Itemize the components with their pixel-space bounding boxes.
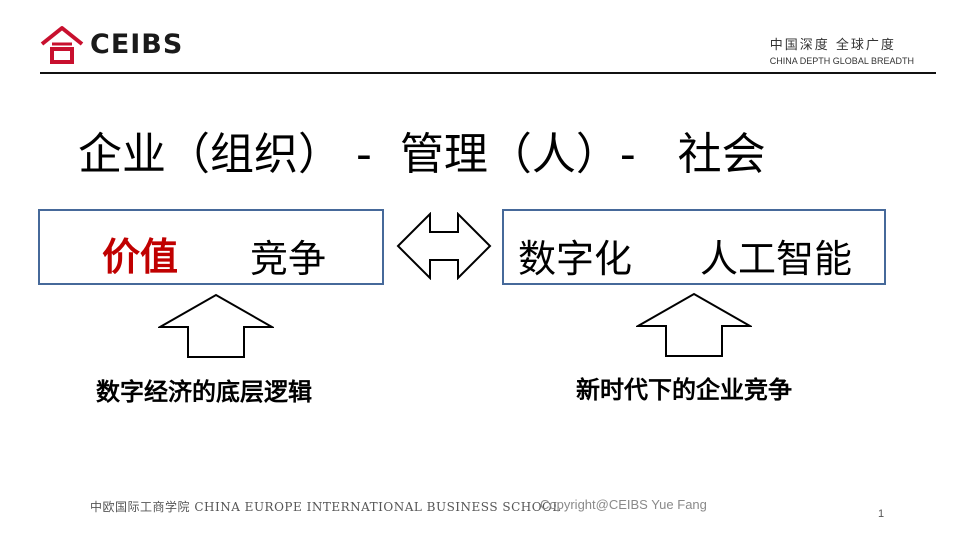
ceibs-logo: CEIBS	[40, 22, 183, 66]
digital-ai-box: 数字化 人工智能	[502, 209, 886, 285]
footer-copyright: Copyright@CEIBS Yue Fang	[540, 497, 707, 512]
competition-text: 竞争	[250, 237, 327, 281]
up-arrow-right-icon	[636, 292, 752, 357]
digitalization-text: 数字化	[518, 237, 633, 281]
footer-school-name: 中欧国际工商学院 CHINA EUROPE INTERNATIONAL BUSI…	[90, 500, 561, 514]
logo-text: CEIBS	[90, 28, 184, 60]
double-arrow-icon	[396, 212, 492, 280]
ai-text: 人工智能	[700, 237, 853, 281]
ceibs-emblem-icon	[40, 26, 84, 64]
tagline-english: CHINA DEPTH GLOBAL BREADTH	[769, 56, 914, 66]
left-caption: 数字经济的底层逻辑	[96, 377, 312, 406]
tagline: 中国深度 全球广度 CHINA DEPTH GLOBAL BREADTH	[770, 34, 914, 66]
up-arrow-left-icon	[158, 293, 274, 358]
value-competition-box: 价值 竞争	[38, 209, 384, 285]
header-divider	[40, 72, 936, 74]
value-highlight-text: 价值	[102, 235, 179, 279]
slide-title: 企业（组织） - 管理（人）- 社会	[78, 129, 766, 180]
right-caption: 新时代下的企业竞争	[576, 375, 792, 404]
page-number: 1	[878, 508, 885, 520]
tagline-chinese: 中国深度 全球广度	[769, 38, 896, 53]
